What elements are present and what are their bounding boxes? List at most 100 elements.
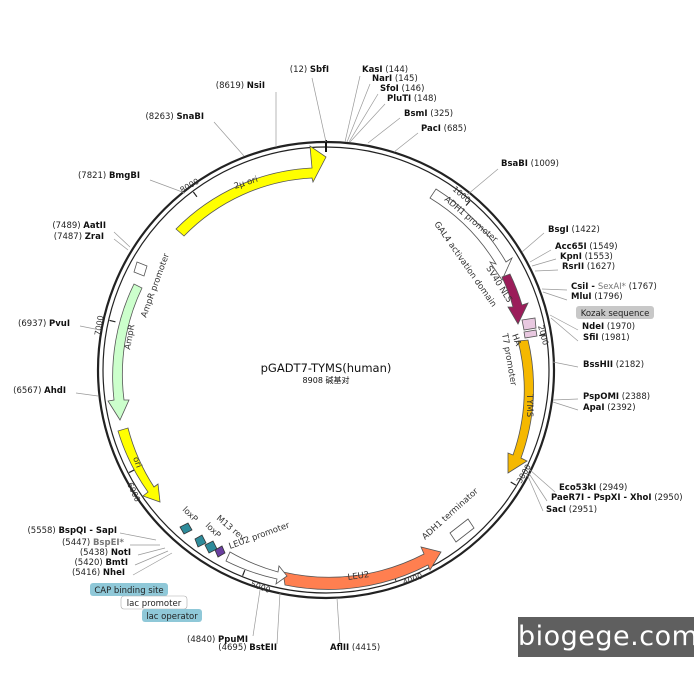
site-leader-line [336,597,341,645]
restriction-site-label: (12) SbfI [290,65,329,75]
restriction-site-label: ApaI (2392) [583,403,636,413]
site-leader-line [132,552,173,576]
feature-adh1-promoter [429,188,513,281]
restriction-site-label: PacI (685) [421,124,467,134]
plasmid-name: pGADT7-TYMS(human) [261,361,392,375]
tick-mark [242,569,246,576]
tick-label: 6000 [125,481,142,503]
site-leader-line [134,550,169,566]
box-cap [90,583,168,596]
restriction-site-label: SfoI (146) [380,84,424,94]
restriction-site-label: (7489) AatII [52,221,106,231]
restriction-site-label: PaeR7I - PspXI - XhoI (2950) [551,493,683,503]
restriction-site-label: NarI (145) [372,74,418,84]
restriction-site-label: Eco53kI (2949) [559,483,627,493]
site-leader-line [527,471,548,502]
restriction-site-label: (5420) BmtI [74,558,128,568]
site-leader-line [550,317,579,342]
site-leader-line [541,288,568,291]
tick-mark [109,319,116,323]
site-leader-line [346,83,371,143]
restriction-site-label: (8263) SnaBI [145,112,204,122]
restriction-site-label: KasI (144) [362,65,408,75]
feature-t7-small [523,329,538,339]
restriction-site-label: (6937) PvuI [18,319,70,329]
site-leader-line [276,592,281,645]
site-leader-line [149,179,186,194]
restriction-site-label: (4840) PpuMI [187,635,248,645]
tick-mark [510,481,517,486]
restriction-site-label: Acc65I (1549) [555,242,618,252]
restriction-site-label: AflII (4415) [330,643,380,653]
plasmid-size: 8908 碱基对 [303,375,350,385]
tick-label: 7000 [93,315,105,337]
label-m13-rev: M13 rev [214,514,247,544]
site-leader-line [393,132,419,153]
tick-label: 5000 [249,579,271,594]
site-leader-line [349,103,386,143]
feature-ampr [107,283,143,421]
restriction-site-label: (5447) BspEI* [62,538,125,548]
site-leader-line [137,547,166,556]
tick-label: 2000 [536,324,550,346]
box-lac-promoter-label: lac promoter [127,599,182,609]
site-leader-line [113,238,129,251]
label-ampr-promoter: AmpR promoter [139,252,172,319]
restriction-site-label: (7487) ZraI [54,232,104,242]
site-leader-line [119,532,157,541]
site-leader-line [552,361,579,368]
label-ampr: AmpR [123,324,137,351]
restriction-site-label: PspOMI (2388) [583,392,650,402]
feature-2mu-ori [175,145,327,237]
feature-loxp-2 [194,534,207,548]
box-lac-operator-label: lac operator [146,612,198,622]
restriction-site-label: RsrII (1627) [562,262,615,272]
restriction-site-label: BsgI (1422) [548,225,600,235]
box-kozak-label: Kozak sequence [581,309,650,319]
feature-lac-small [214,545,226,558]
feature-ha [521,317,537,331]
watermark: biogege.com [518,617,698,657]
box-kozak [576,306,654,319]
site-leader-line [113,231,131,248]
site-leader-line [552,401,579,411]
site-leader-line [552,398,579,401]
site-leader-line [252,589,261,637]
feature-loxp-1 [179,522,193,535]
restriction-site-label: CsiI - SexAI* (1767) [571,282,657,292]
tick-mark [192,191,198,198]
restriction-site-label: (5558) BspQI - SapI [27,526,117,536]
site-leader-line [521,232,545,253]
feature-leu2-promoter [225,551,288,585]
tick-mark [128,469,135,474]
restriction-site-label: (5416) NheI [72,568,125,578]
feature-ampr-promoter [133,261,148,277]
label-tyms: TYMS [524,393,534,417]
site-leader-line [79,325,101,331]
site-leader-line [529,249,552,263]
restriction-site-label: SacI (2951) [546,505,597,515]
restriction-site-label: NdeI (1970) [582,322,635,332]
restriction-site-label: BsmI (325) [404,109,453,119]
site-leader-line [526,473,544,512]
restriction-site-label: SfiI (1981) [583,333,630,343]
feature-tyms [507,339,534,474]
site-leader-line [542,291,568,301]
restriction-site-label: BssHII (2182) [583,360,644,370]
box-cap-label: CAP binding site [94,586,163,596]
tick-mark [539,334,546,337]
site-leader-line [213,121,245,157]
label-leu2: LEU2 [347,570,370,583]
box-lac-operator [142,609,202,622]
restriction-site-label: (6567) AhdI [13,386,66,396]
site-leader-line [466,168,499,196]
restriction-site-label: (4695) BstEII [218,643,277,653]
tick-mark [465,200,471,206]
site-leader-line [344,75,361,143]
restriction-site-label: MluI (1796) [571,292,623,302]
restriction-site-label: (8619) NsiI [216,81,265,91]
label-ori: ori [130,456,143,470]
restriction-site-label: (7821) BmgBI [78,171,140,181]
site-leader-line [348,93,379,143]
